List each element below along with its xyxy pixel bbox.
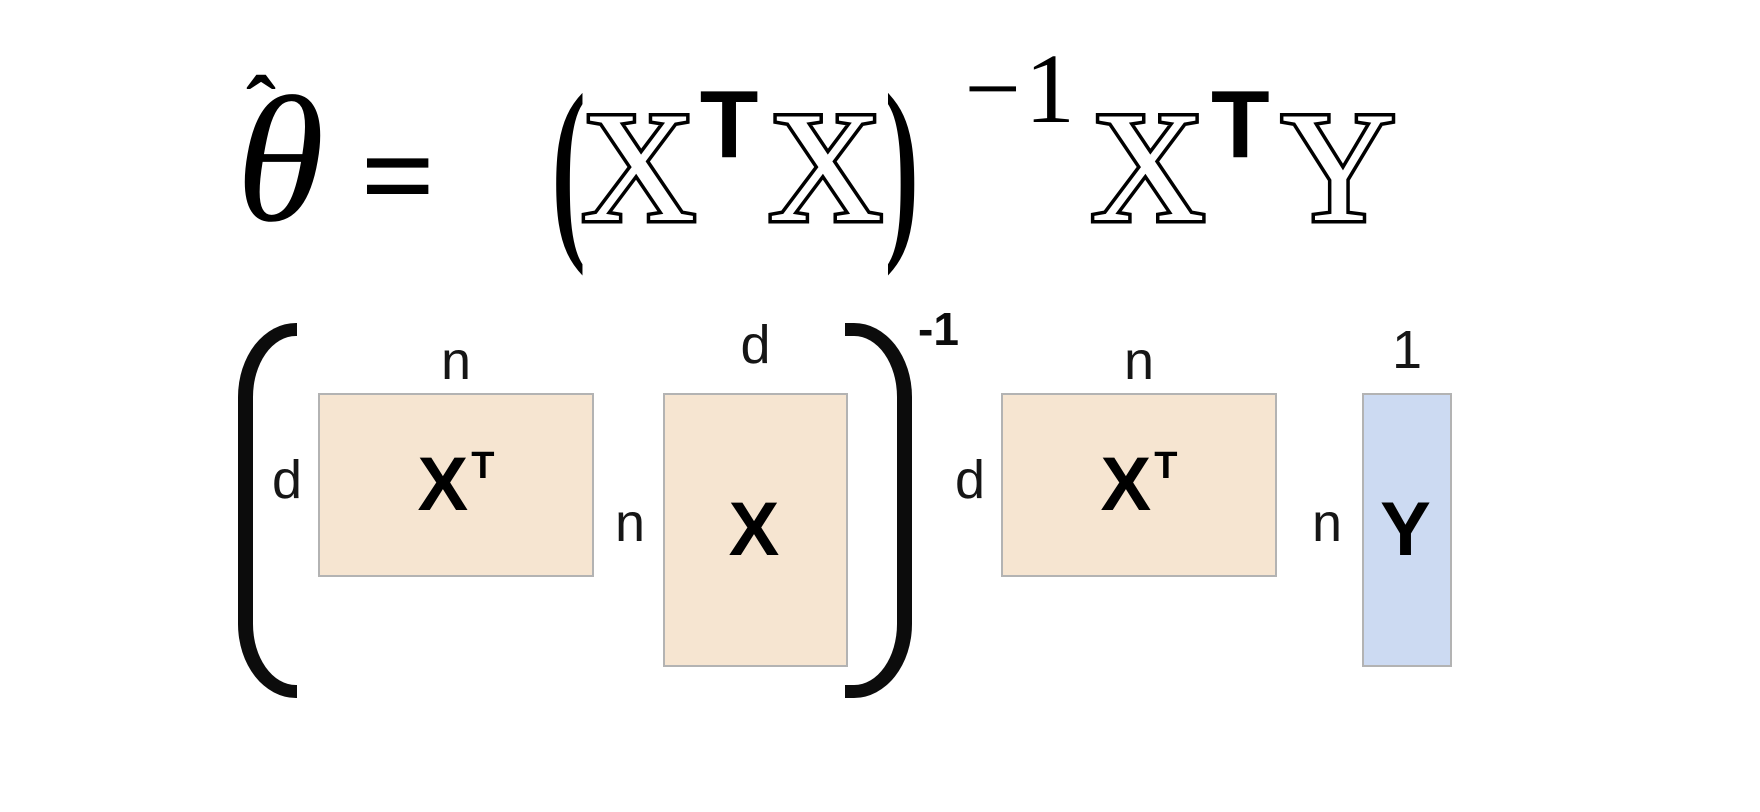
dim-1-above-y: 1 [1391, 320, 1423, 380]
dim-d-above-x: d [740, 315, 771, 375]
matrix-x-transpose-1: XT [318, 393, 594, 577]
matrix-transpose-sup: T [471, 444, 495, 487]
blackboard-x-1: X [578, 77, 699, 259]
matrix-letter: Y [1380, 487, 1431, 572]
blackboard-x-2: X [765, 77, 886, 259]
matrix-letter: X [728, 487, 780, 572]
equals-sign: = [360, 102, 436, 249]
matrix-letter: X [1100, 442, 1152, 527]
matrix-label: X [729, 492, 783, 568]
dim-d-left-xt1: d [271, 450, 302, 510]
inverse-exponent: −1 [964, 33, 1079, 144]
right-parenthesis [845, 323, 912, 698]
close-paren: ) [884, 53, 919, 277]
dim-n-above-xt2: n [1123, 331, 1155, 391]
dim-d-left-xt2: d [954, 450, 985, 510]
matrix-label: Y [1380, 492, 1434, 568]
matrix-label: XT [1101, 447, 1178, 523]
matrix-letter: X [417, 442, 469, 527]
transpose-superscript-2: T [1211, 71, 1270, 178]
blackboard-y: Y [1278, 77, 1399, 259]
matrix-transpose-sup: T [1154, 444, 1178, 487]
hat-accent: ˆ [246, 59, 276, 158]
left-parenthesis [238, 323, 297, 698]
dim-n-left-x: n [614, 493, 645, 553]
matrix-x: X [663, 393, 848, 667]
dim-n-left-y: n [1311, 493, 1342, 553]
theta-glyph: θ [236, 60, 325, 259]
diagram-inverse-exponent: -1 [918, 303, 959, 355]
dim-n-above-xt1: n [440, 331, 472, 391]
matrix-x-transpose-2: XT [1001, 393, 1277, 577]
open-paren: ( [551, 53, 586, 277]
vector-y: Y [1362, 393, 1452, 667]
transpose-superscript-1: T [699, 71, 759, 178]
blackboard-x-3: X [1087, 77, 1208, 259]
matrix-label: XT [418, 447, 495, 523]
